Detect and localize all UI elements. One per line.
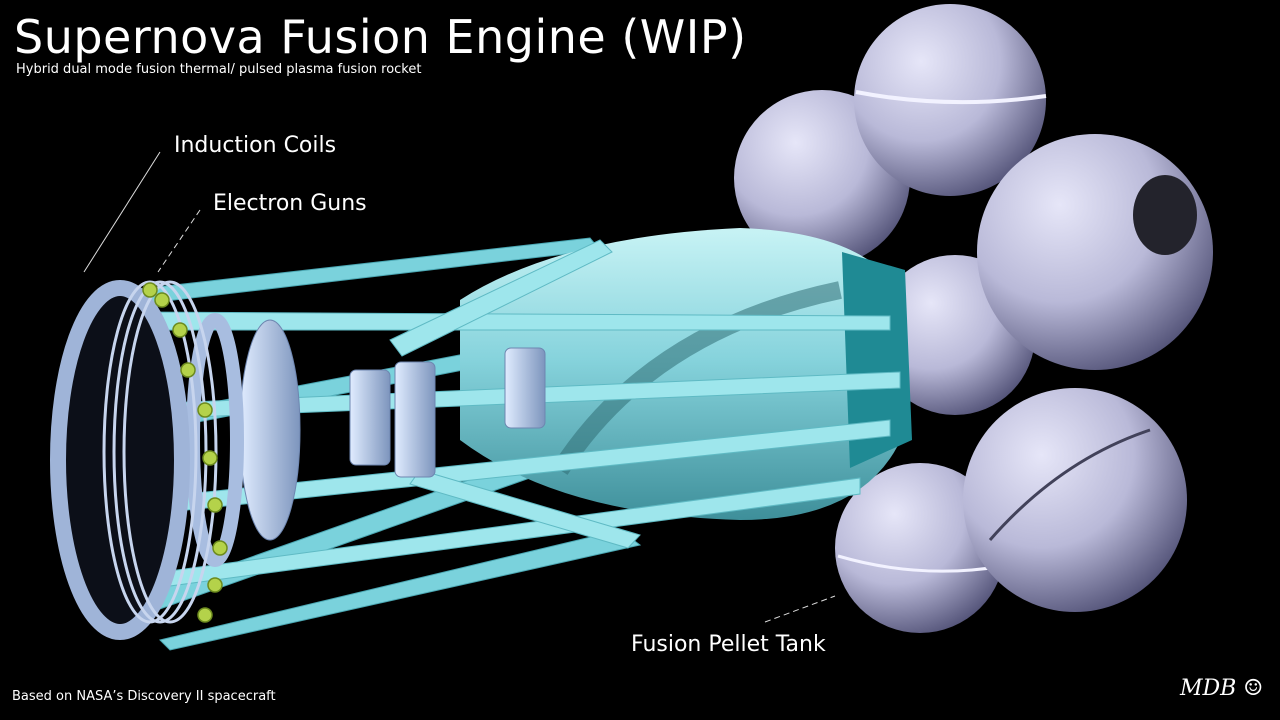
tank-seam [855,90,1047,105]
electron-guns-leader [157,209,201,273]
magnetic-ring [349,369,391,466]
induction-coils-leader [83,151,161,273]
page-title: Supernova Fusion Engine (WIP) [14,10,747,64]
magnetic-ring [239,319,301,541]
nozzle-frame-front [119,239,901,591]
credit-text: Based on NASA’s Discovery II spacecraft [12,689,276,704]
electron-gun [142,282,158,298]
pellet-tank-sphere [977,134,1213,370]
page-subtitle: Hybrid dual mode fusion thermal/ pulsed … [16,62,422,77]
fusion-pellet-tank-leader [764,595,836,623]
electron-gun [197,402,213,418]
fusion-chamber [460,228,912,520]
pellet-tank-sphere [963,388,1187,612]
pellet-tank-sphere [835,463,1005,633]
tank-port [1133,175,1197,255]
electron-gun [212,540,228,556]
electron-gun [154,292,170,308]
electron-gun [180,362,196,378]
electron-gun [197,607,213,623]
artist-signature: MDB ☺ [1180,676,1264,701]
electron-gun [207,497,223,513]
electron-guns [142,282,228,623]
electron-gun [207,577,223,593]
electron-gun [172,322,188,338]
magnetic-ring [186,313,244,567]
magnetic-ring [394,361,436,478]
label-electron-guns: Electron Guns [213,191,367,216]
label-fusion-pellet-tank: Fusion Pellet Tank [631,632,826,657]
electron-gun [202,450,218,466]
tank-seam [837,554,1005,573]
fusion-pellet-tank-cluster [734,4,1213,633]
label-induction-coils: Induction Coils [174,133,337,158]
induction-coil-assembly [50,280,218,640]
tank-seam [988,428,1151,541]
magnetic-rings [186,313,546,567]
magnetic-ring [504,347,546,429]
